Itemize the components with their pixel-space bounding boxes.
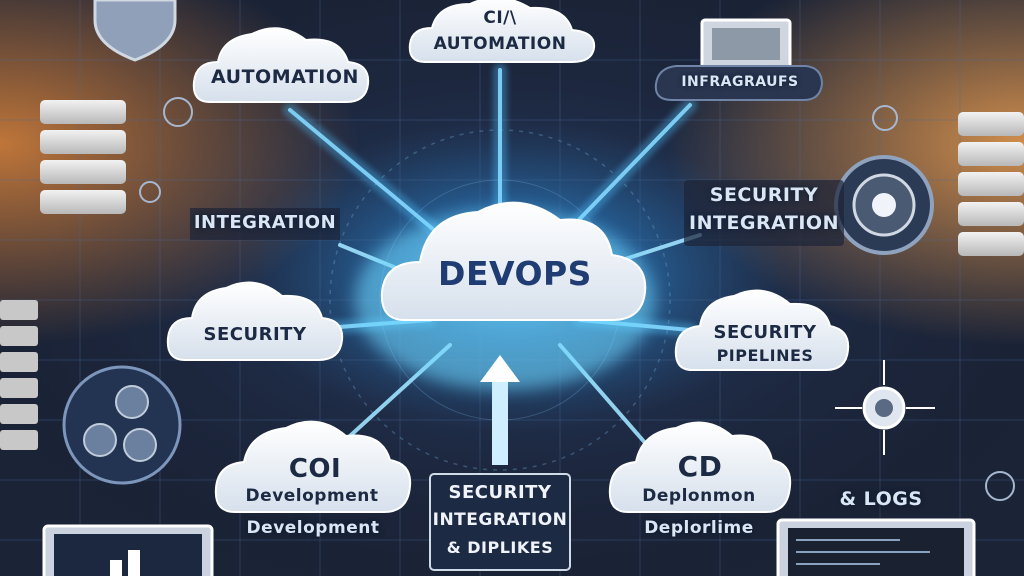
monitor-icon [700,18,792,70]
devops-center-label: DEVOPS [438,254,592,293]
coi-line3: Development [246,518,380,538]
cloud-coi-development [214,420,412,513]
cd-line2: Deplonmon [642,486,756,506]
security-integration-line2: INTEGRATION [689,212,839,234]
server-panel-left-icon [0,300,38,450]
coi-line1: COI [288,454,342,484]
security-integration-plate [684,180,844,246]
security-pipelines-line1: SECURITY [713,322,817,343]
cd-line3: Deplorlime [644,518,754,538]
security-integration-line1: SECURITY [709,184,819,206]
compass-icon [835,360,935,455]
cloud-security-pipelines [674,289,850,371]
cd-line1: CD [677,450,723,483]
cloud-cd-deployment [608,421,792,513]
small-circle-icons [139,97,1015,501]
box-line2: INTEGRATION [432,510,568,530]
cloud-ci-automation [408,0,596,63]
automation-label: AUTOMATION [211,66,359,88]
cloud-security-left [166,281,344,361]
shield-icon [93,0,177,62]
security-integration-box [429,473,571,571]
box-line3: & DIPLIKES [446,538,554,557]
ci-automation-line2: AUTOMATION [433,34,567,54]
security-left-label: SECURITY [203,324,307,345]
integration-plate [190,208,340,240]
up-arrow-icon [480,355,520,465]
laptop-screen-left [42,524,214,576]
integration-label: INTEGRATION [193,212,337,233]
cloud-infrastructure [654,65,824,101]
box-line1: SECURITY [448,482,552,503]
security-pipelines-line2: PIPELINES [716,346,814,365]
laptop-screen-right [776,518,976,576]
target-gear-icon [834,155,934,255]
ci-automation-line1: CI/\ [483,8,517,28]
gear-cluster-icon [62,365,182,485]
server-stack-right-icon [958,112,1024,256]
coi-line2: Development [245,486,379,506]
logs-label: & LOGS [839,488,923,510]
server-stack-left-icon [40,100,126,214]
infrastructure-label: INFRAGRAUFS [681,74,799,90]
cloud-devops [380,201,647,321]
cloud-automation [192,27,370,103]
